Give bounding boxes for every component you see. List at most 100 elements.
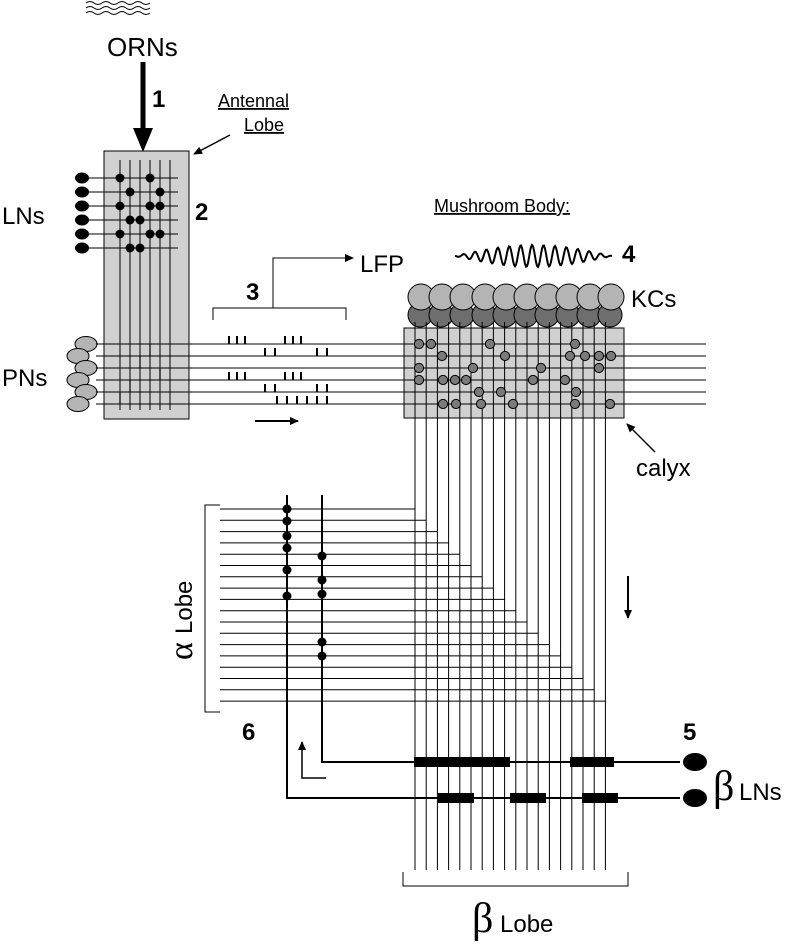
beta-ln-alpha-synapses: [282, 504, 327, 661]
beta-ln-synapse: [317, 651, 327, 661]
calyx-synapses: [413, 338, 617, 410]
alpha-lobe-bracket: [204, 504, 220, 713]
calyx-synapse: [450, 398, 462, 410]
calyx-synapse: [437, 398, 449, 410]
projection-neurons: [66, 336, 161, 412]
calyx-synapse: [569, 338, 581, 350]
ln-synapse: [155, 229, 165, 239]
beta-lns-symbol: β: [713, 764, 734, 810]
local-neurons-antennal-lobe: [75, 172, 178, 254]
step-4-label: 4: [622, 241, 636, 268]
calyx-synapse: [413, 338, 425, 350]
calyx-synapse: [436, 350, 448, 362]
antennal-lobe-label-line1: Antennal: [218, 91, 289, 111]
pn-spike-trains: [228, 336, 328, 404]
kc-dendrite-lines: [414, 322, 606, 870]
calyx-synapse: [569, 398, 581, 410]
feedback-direction-arrow: [298, 741, 326, 779]
calyx-synapse: [559, 374, 571, 386]
lfp-oscillation-trace: [454, 243, 613, 269]
calyx-synapse: [460, 374, 472, 386]
kenyon-cell-somata: [407, 283, 625, 328]
calyx-synapse: [535, 362, 547, 374]
pn-soma: [66, 396, 90, 412]
ln-synapse: [125, 187, 135, 197]
ln-synapse: [135, 215, 145, 225]
beta-lns-word: LNs: [739, 779, 782, 806]
beta-ln-synapse: [282, 543, 292, 553]
alpha-lobe-lines: [220, 508, 606, 702]
calyx-synapse: [413, 362, 425, 374]
calyx-synapse: [564, 350, 576, 362]
beta-ln-somata: [683, 753, 707, 807]
pn-axon-lines: [96, 343, 706, 405]
calyx-synapse: [467, 362, 479, 374]
ln-soma: [75, 242, 89, 254]
step-1-label: 1: [152, 86, 165, 113]
ln-synapse: [155, 201, 165, 211]
beta-ln-synapse: [282, 591, 292, 601]
lfp-label: LFP: [360, 251, 404, 278]
calyx-synapse: [604, 398, 616, 410]
calyx-synapse: [593, 350, 605, 362]
beta-ln-synapse-bars: [414, 757, 618, 803]
beta-ln-synapse: [317, 589, 327, 599]
beta-ln-synapse: [282, 565, 292, 575]
orn-input-wave: [85, 1, 151, 15]
ln-synapse: [145, 229, 155, 239]
ln-synapse: [135, 243, 145, 253]
ln-soma: [75, 214, 89, 226]
alpha-lobe-label: α Lobe: [163, 581, 200, 660]
ln-synapse: [115, 201, 125, 211]
kcs-label: KCs: [631, 286, 676, 313]
kc-soma-front: [597, 283, 625, 311]
beta-ln-synapse: [317, 637, 327, 647]
calyx-synapse: [475, 398, 487, 410]
ln-soma: [75, 228, 89, 240]
step-3-label: 3: [246, 279, 259, 306]
beta-ln-neurites: [286, 495, 680, 799]
step-2-label: 2: [195, 199, 208, 226]
calyx-synapse: [484, 338, 496, 350]
antennal-lobe-pointer-arrow: [193, 134, 231, 155]
step-3-bracket: [212, 254, 354, 320]
antennal-lobe-label-line2: Lobe: [244, 115, 284, 135]
calyx-synapse: [579, 350, 591, 362]
beta-ln-synapse: [317, 551, 327, 561]
ln-soma: [75, 172, 89, 184]
ln-synapse: [145, 201, 155, 211]
calyx-pointer-arrow: [626, 423, 656, 453]
calyx-synapse: [499, 350, 511, 362]
alpha-symbol: α: [163, 642, 200, 660]
alpha-lobe-word: Lobe: [171, 581, 198, 634]
ln-synapse: [125, 243, 135, 253]
antennal-lobe-box: [103, 150, 190, 420]
calyx-synapse: [473, 386, 485, 398]
ln-synapse: [155, 187, 165, 197]
calyx-synapse: [449, 374, 461, 386]
pns-label: PNs: [2, 365, 47, 392]
step-6-label: 6: [242, 719, 255, 746]
beta-lobe-symbol: β: [472, 896, 493, 942]
beta-ln-synapse: [282, 531, 292, 541]
calyx-synapse: [527, 374, 539, 386]
beta-lobe-word: Lobe: [500, 911, 553, 938]
step-5-label: 5: [683, 719, 696, 746]
orns-label: ORNs: [107, 32, 178, 62]
calyx-synapse: [495, 386, 507, 398]
beta-ln-synapse: [282, 504, 292, 514]
ln-synapse: [125, 215, 135, 225]
ln-soma: [75, 200, 89, 212]
beta-lobe-bracket: [402, 872, 629, 887]
ln-synapse: [145, 173, 155, 183]
calyx-synapse: [507, 398, 519, 410]
ln-synapse: [115, 229, 125, 239]
calyx-label: calyx: [636, 455, 691, 482]
calyx-synapse: [425, 338, 437, 350]
beta-ln-synapse: [282, 516, 292, 526]
lns-label: LNs: [2, 203, 45, 230]
calyx-synapse: [437, 374, 449, 386]
ln-soma: [75, 186, 89, 198]
orn-input-arrow: [133, 62, 153, 152]
